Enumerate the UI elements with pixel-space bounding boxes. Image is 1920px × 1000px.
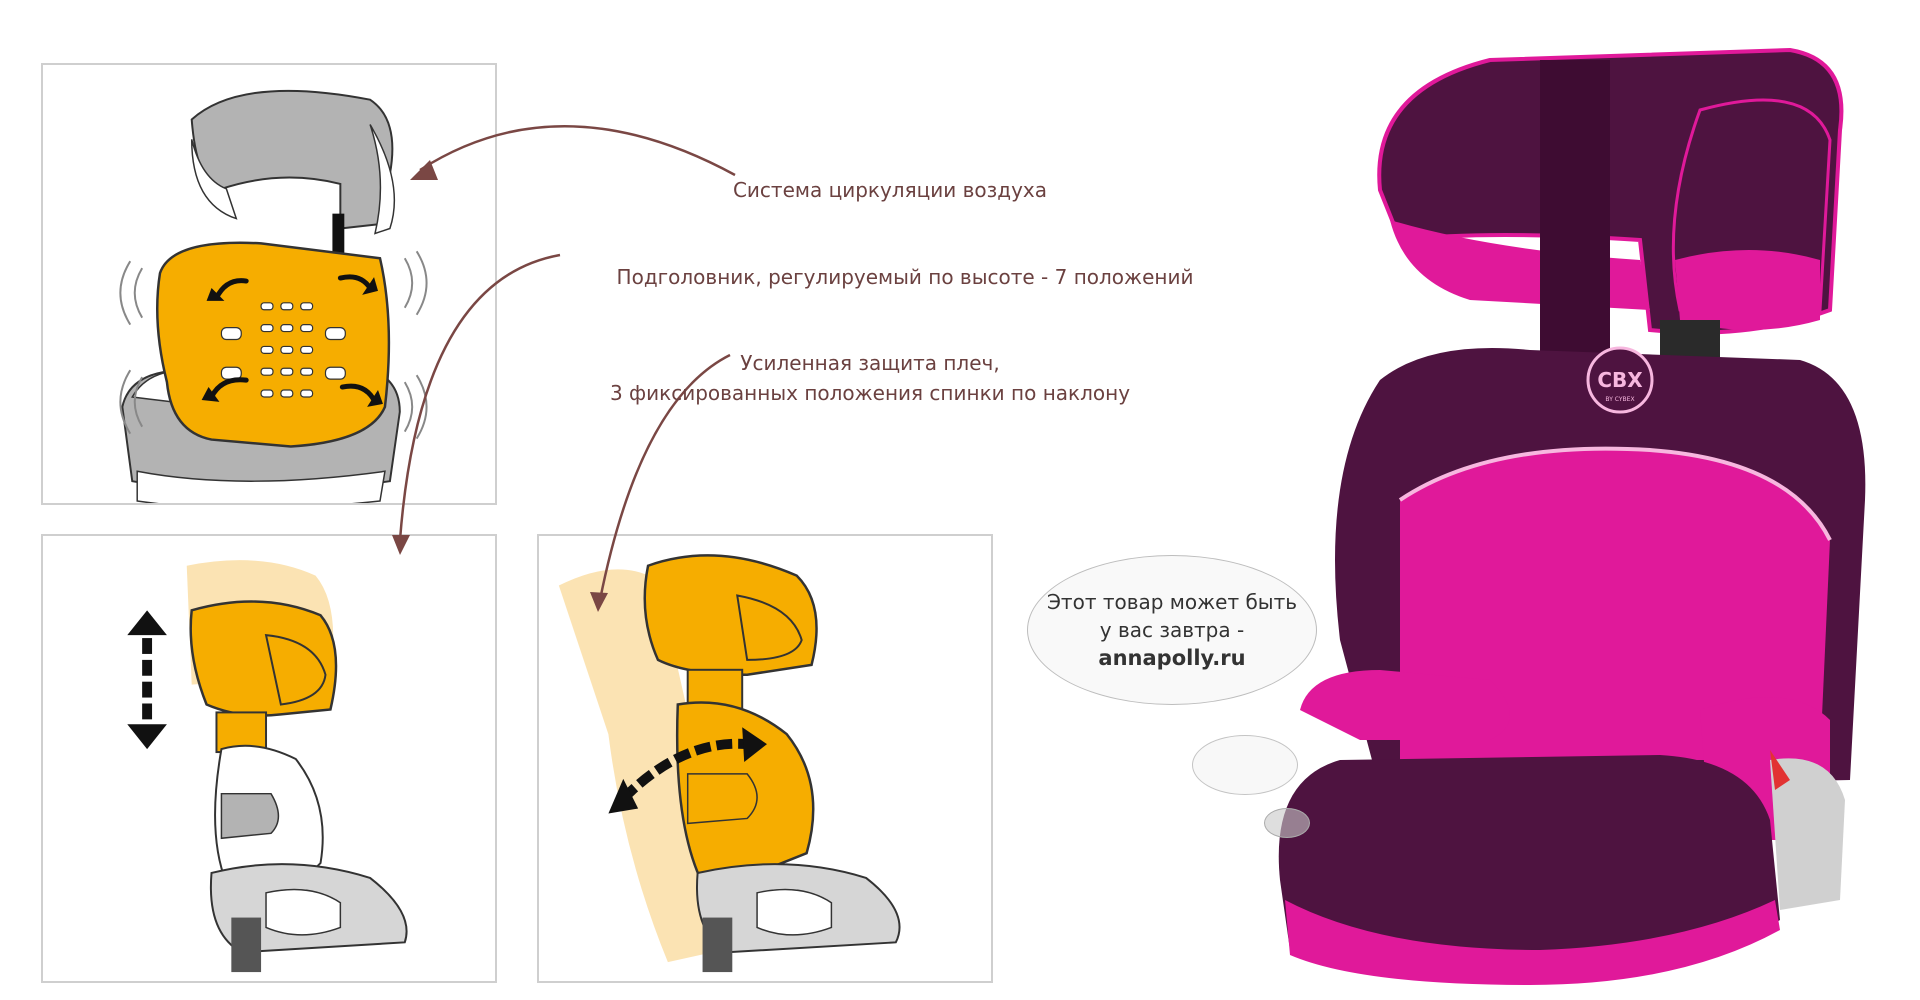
promo-site-link[interactable]: annapolly.ru (1098, 646, 1246, 670)
caption-shoulder-line1: Усиленная защита плеч, (740, 351, 1000, 375)
promo-line1: Этот товар может быть (1046, 590, 1298, 614)
caption-shoulder-line2: 3 фиксированных положения спинки по накл… (609, 381, 1131, 405)
caption-air-circulation-text: Система циркуляции воздуха (732, 178, 1048, 202)
caption-shoulder-protection: Усиленная защита плеч, 3 фиксированных п… (560, 348, 1180, 408)
cbx-logo-subtext: BY CYBEX (1605, 396, 1634, 403)
air-circulation-illustration (119, 89, 428, 503)
bubble-tail-large (1192, 735, 1298, 795)
cbx-logo-text: CBX (1597, 368, 1643, 392)
caption-headrest: Подголовник, регулируемый по высоте - 7 … (570, 262, 1240, 292)
caption-air-circulation: Система циркуляции воздуха (640, 175, 1140, 205)
promo-line2: у вас завтра - (1099, 618, 1245, 642)
air-circulation-panel (41, 63, 497, 505)
bubble-tail-small (1264, 808, 1310, 838)
promo-bubble: Этот товар может быть у вас завтра - ann… (1027, 555, 1317, 705)
caption-headrest-text: Подголовник, регулируемый по высоте - 7 … (616, 265, 1194, 289)
back-recline-panel (537, 534, 993, 983)
headrest-height-panel (41, 534, 497, 983)
cbx-logo: CBX BY CYBEX (1586, 346, 1654, 414)
car-seat-product-image: CBX BY CYBEX (1278, 47, 1866, 985)
back-recline-illustration (558, 554, 901, 973)
headrest-height-illustration (127, 560, 408, 973)
